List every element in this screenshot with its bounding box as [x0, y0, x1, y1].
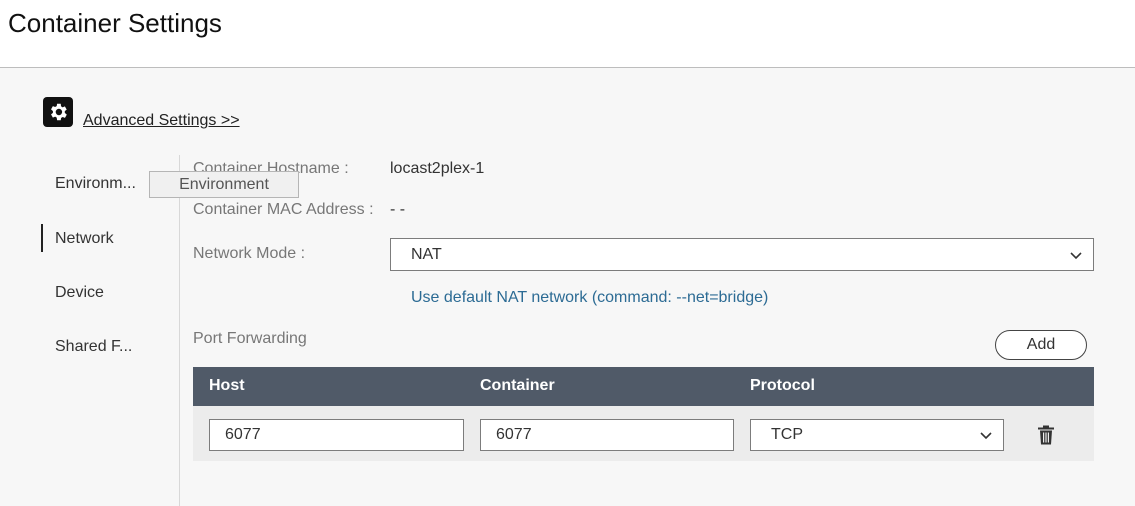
host-port-input[interactable] [209, 419, 464, 451]
chevron-down-icon [980, 432, 992, 440]
page-header: Container Settings [0, 0, 1135, 68]
column-header-protocol: Protocol [750, 377, 815, 394]
network-mode-value: NAT [411, 245, 442, 263]
sidebar-active-indicator [41, 224, 43, 252]
protocol-value: TCP [771, 426, 803, 443]
sidebar-item-environment[interactable]: Environm... [55, 175, 136, 192]
column-header-host: Host [209, 377, 245, 394]
protocol-select[interactable]: TCP [750, 419, 1004, 451]
mac-address-label: Container MAC Address : [193, 201, 374, 218]
trash-icon[interactable] [1037, 425, 1055, 445]
column-header-container: Container [480, 377, 555, 394]
add-port-button[interactable]: Add [995, 330, 1087, 360]
hostname-value: locast2plex-1 [390, 160, 485, 177]
port-table-header: Host Container Protocol [193, 367, 1094, 406]
network-mode-select[interactable]: NAT [390, 238, 1094, 271]
port-forwarding-label: Port Forwarding [193, 330, 307, 347]
mac-address-value: - - [390, 201, 406, 218]
container-port-input[interactable] [480, 419, 734, 451]
network-mode-label: Network Mode : [193, 245, 306, 262]
page-title: Container Settings [8, 8, 222, 38]
sidebar-item-shared-folders[interactable]: Shared F... [55, 338, 133, 355]
sidebar-item-network[interactable]: Network [55, 230, 114, 247]
gear-icon[interactable] [43, 97, 73, 127]
network-mode-hint: Use default NAT network (command: --net=… [411, 289, 769, 306]
chevron-down-icon [1070, 251, 1082, 259]
sidebar-divider [179, 155, 180, 506]
sidebar-tooltip: Environment [149, 171, 299, 198]
advanced-settings-link[interactable]: Advanced Settings >> [83, 112, 240, 129]
sidebar-item-device[interactable]: Device [55, 284, 104, 301]
